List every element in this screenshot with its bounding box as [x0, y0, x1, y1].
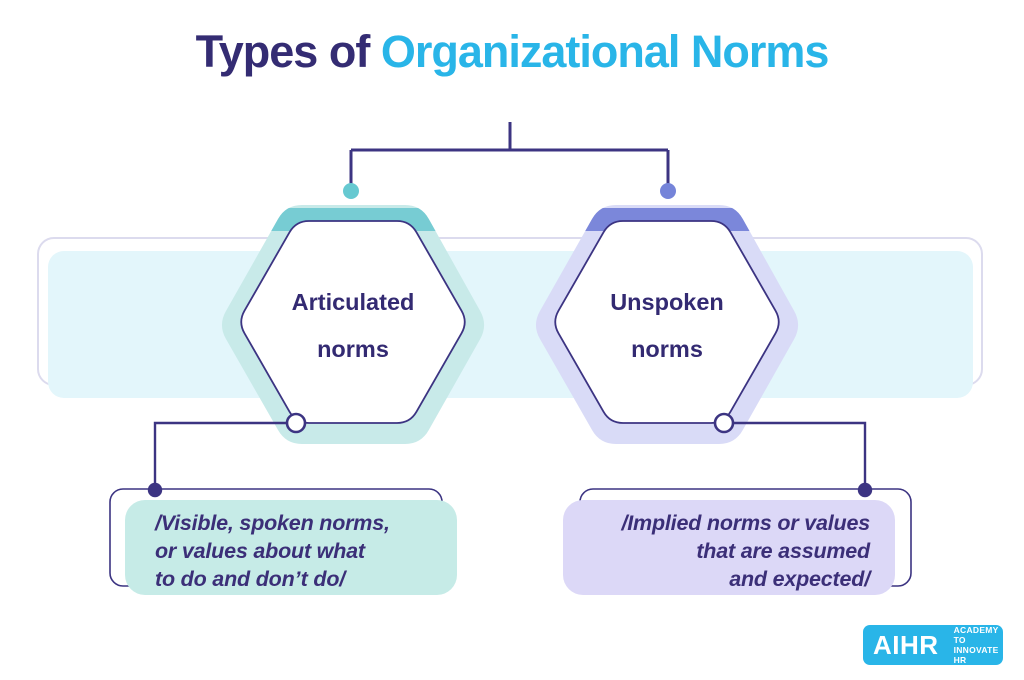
desc-box-unspoken-fill — [563, 500, 895, 595]
aihr-logo-tagline: ACADEMY TO INNOVATE HR — [954, 625, 999, 665]
hexagon-articulated-top-band — [221, 208, 485, 231]
hexagon-articulated-inner — [240, 220, 466, 424]
hexagon-unspoken — [535, 205, 799, 444]
label-articulated-line2: norms — [317, 336, 389, 362]
desc-unspoken-line3: and expected/ — [729, 567, 870, 591]
connector-unspoken-line — [724, 421, 867, 490]
connector-ring-articulated — [285, 412, 307, 434]
label-articulated-line1: Articulated — [291, 289, 415, 315]
connector-ring-unspoken — [713, 412, 735, 434]
label-unspoken-line2: norms — [631, 336, 703, 362]
page-title-highlight: Organizational Norms — [380, 26, 830, 77]
background-panel-fill — [48, 251, 973, 398]
label-articulated-norms: Articulated norms — [253, 279, 453, 373]
connector-articulated-line — [153, 421, 296, 490]
desc-unspoken-text: /Implied norms or values that are assume… — [570, 509, 871, 593]
desc-articulated-line1: /Visible, spoken norms, — [155, 511, 390, 535]
aihr-logo-tagline-line2: INNOVATE HR — [953, 645, 999, 665]
aihr-logo-tagline-line1: ACADEMY TO — [953, 625, 999, 645]
desc-unspoken-line1: /Implied norms or values — [621, 511, 871, 535]
page-title-prefix: Types of — [195, 26, 381, 77]
hexagon-unspoken-top-band — [535, 208, 799, 231]
desc-box-articulated-fill — [125, 500, 457, 595]
hexagon-unspoken-inner — [554, 220, 780, 424]
desc-articulated-text: /Visible, spoken norms, or values about … — [155, 509, 440, 593]
aihr-logo-brand: AIHR — [873, 630, 939, 660]
tree-dot-unspoken — [660, 183, 676, 199]
desc-articulated-line2: or values about what — [155, 539, 365, 563]
tree-connector-lines — [349, 122, 670, 184]
label-unspoken-line1: Unspoken — [610, 289, 724, 315]
connector-dot-articulated — [147, 482, 163, 498]
label-unspoken-norms: Unspoken norms — [567, 279, 767, 373]
aihr-logo: AIHR ACADEMY TO INNOVATE HR — [863, 625, 1003, 665]
hexagon-articulated — [221, 205, 485, 444]
desc-articulated-line3: to do and don’t do/ — [155, 567, 346, 591]
tree-dot-articulated — [343, 183, 359, 199]
desc-unspoken-line2: that are assumed — [696, 539, 870, 563]
connector-dot-unspoken — [857, 482, 873, 498]
page-title: Types of Organizational Norms — [0, 26, 1024, 78]
